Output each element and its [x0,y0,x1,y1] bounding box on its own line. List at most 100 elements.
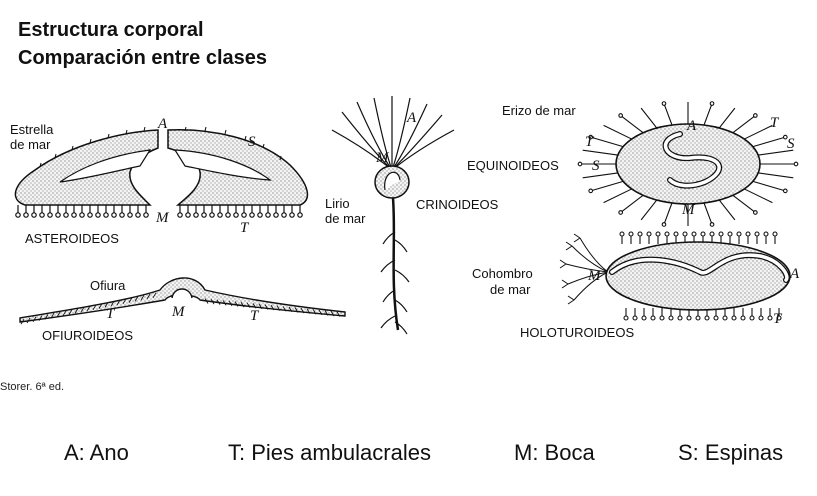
title-line-2: Comparación entre clases [18,47,267,69]
arm-spine [300,307,305,314]
tube-foot-tip [668,315,674,321]
oral-tentacle [573,233,609,273]
urchin-spine [718,107,736,129]
urchin-spine-tip [709,222,715,227]
urchin-spine [640,107,658,129]
urchin-label-t2: T [770,115,780,131]
legend-espinas: S: Espinas [678,440,784,465]
tube-foot-tip [686,315,692,321]
arm-spine [216,299,221,305]
sea-urchin-name: Erizo de mar [502,103,576,118]
arm-spine [56,311,61,318]
urchin-spine [703,103,713,126]
starfish-figure: Estrella de mar ASTEROIDEOS A S M T [10,116,309,246]
sea-cucumber-figure: Cohombro de mar HOLOTUROIDEOS M A T [472,231,800,340]
tube-foot-tip [127,212,133,218]
tube-foot-tip [63,212,69,218]
urchin-spine [744,188,773,204]
sea-urchin-class: EQUINOIDEOS [467,158,559,173]
arm-spine [270,304,275,311]
title-line-1: Estructura corporal [18,19,204,41]
tube-foot-tip [233,212,239,218]
urchin-spine-tip [588,188,594,194]
arm-spine [104,302,109,308]
crinoid-cirrus [380,259,396,273]
tube-foot-tip [177,212,183,218]
tube-foot-tip [281,212,287,218]
tube-foot-tip [718,231,724,237]
sea-cucumber-body [605,241,791,311]
tube-foot-tip [71,212,77,218]
arm-spine [140,294,145,301]
arm-spine [20,318,25,325]
tube-foot-tip [691,231,697,237]
oral-tentacle [565,241,609,273]
arm-spine [32,316,37,323]
tube-foot-tip [632,315,638,321]
tube-foot-tip [297,212,303,218]
cucumber-label-a: A [789,266,800,282]
tube-foot-tip [225,212,231,218]
sea-urchin-body [615,123,761,205]
urchin-spine [752,180,786,192]
tube-foot-tip [745,231,751,237]
spine [279,155,282,161]
tube-foot-tip [637,231,643,237]
urchin-label-s2: S [787,136,795,152]
tube-foot-tip [722,315,728,321]
tube-foot-tip [664,231,670,237]
sea-cucumber-name-1: Cohombro [472,266,533,281]
arm-spine [204,298,209,304]
spine [125,129,128,135]
arm-spine [282,306,287,312]
sea-cucumber-class: HOLOTUROIDEOS [520,325,634,340]
starfish-label-a: A [157,116,168,132]
spine [262,143,265,149]
urchin-spine-tip [588,134,594,140]
urchin-label-m: M [681,202,696,218]
tube-foot-tip [265,212,271,218]
tube-foot-tip [727,231,733,237]
oral-tentacle [559,259,609,273]
tube-foot-tip [143,212,149,218]
starfish-class: ASTEROIDEOS [25,231,119,246]
brittle-label-m: M [171,304,186,320]
legend-ano: A: Ano [64,440,129,465]
arm-spine [240,301,245,308]
tube-foot-tip [241,212,247,218]
arm-spine [264,304,269,310]
tube-foot-tip [776,315,782,321]
crinoid-cirrus [382,289,396,303]
tube-foot-tip [623,315,629,321]
urchin-spine [603,188,632,204]
urchin-spine-tip [793,161,799,167]
legend-boca: M: Boca [514,440,595,465]
brittle-star-body [19,277,346,323]
tube-foot-tip [209,212,215,218]
tube-foot-tip [736,231,742,237]
arm-spine [122,298,127,305]
spine [39,162,42,168]
crinoid-cirrus [394,321,408,335]
tube-foot-tip [193,212,199,218]
urchin-spine [718,199,736,221]
urchin-spine [582,172,618,179]
arm-spine [74,308,79,314]
starfish-label-m: M [155,210,170,226]
tube-foot-tip [641,315,647,321]
crinoid-name-2: de mar [325,211,366,226]
urchin-spine [732,115,756,134]
tube-foot-tip [749,315,755,321]
spine [143,126,146,132]
urchin-spine [758,172,794,179]
tube-foot-tip [767,315,773,321]
crinoid-cirrus [394,299,408,313]
urchin-spine [590,180,624,192]
tube-foot-tip [217,212,223,218]
arm-spine [228,300,233,307]
arm-spine [26,317,31,324]
source-credit: Storer. 6ª ed. [0,381,64,393]
urchin-spine-tip [782,188,788,194]
crinoid-class: CRINOIDEOS [416,197,499,212]
